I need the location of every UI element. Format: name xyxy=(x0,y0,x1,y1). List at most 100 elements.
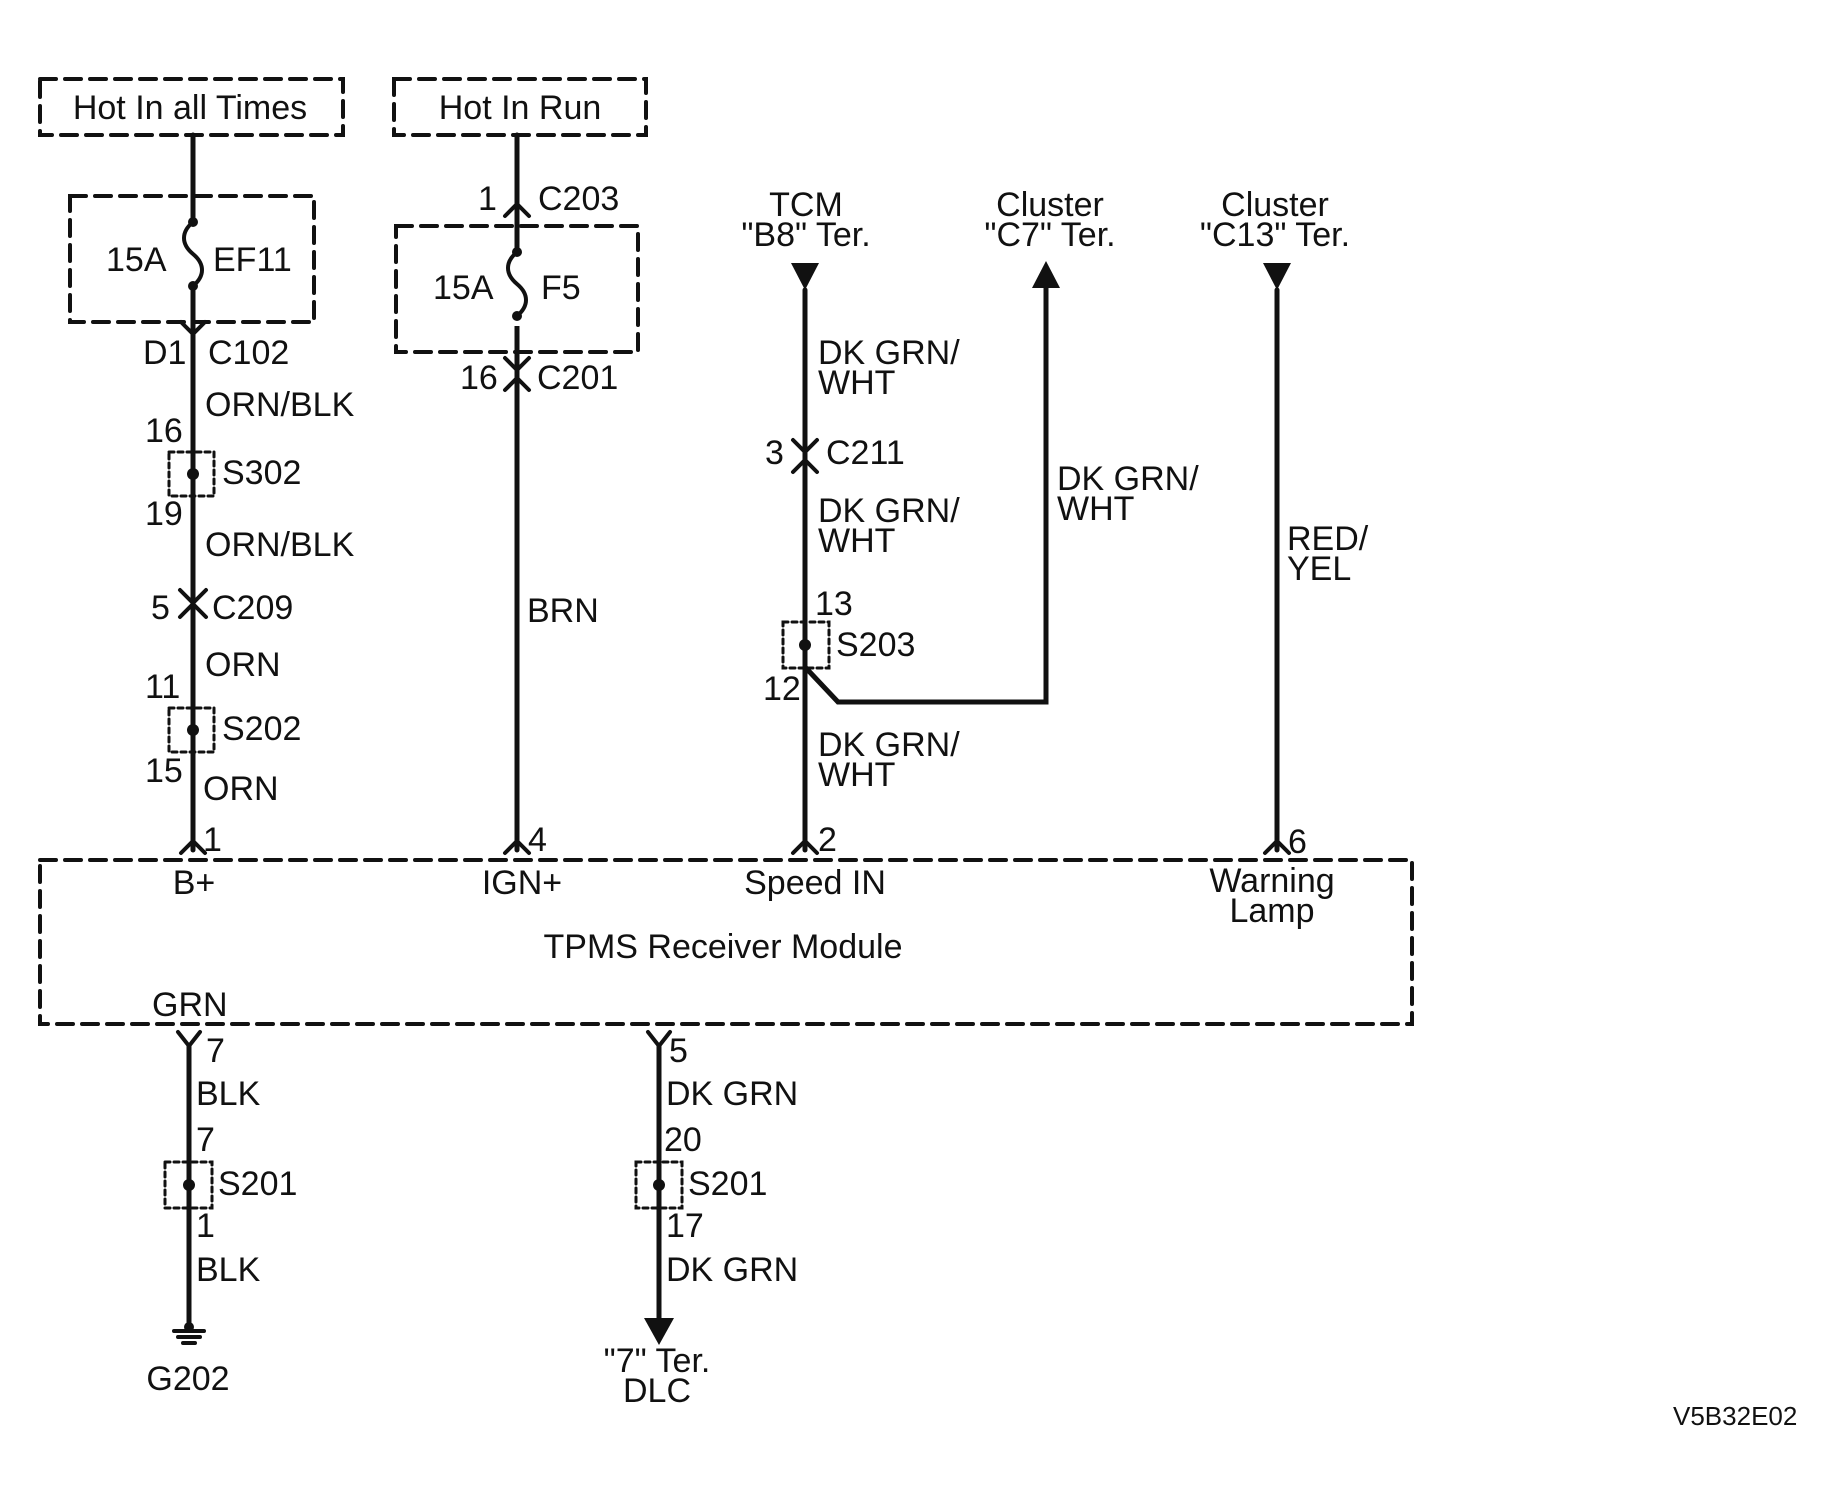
module-pin2-label: 2 xyxy=(818,821,837,859)
c201-connector-lower xyxy=(503,375,531,392)
s201-dlc-splice-box xyxy=(634,1160,684,1210)
c201-pin-label: 16 xyxy=(460,359,498,397)
ign-wire-color: BRN xyxy=(527,592,599,630)
dlc-wire-color-2: DK GRN xyxy=(666,1251,799,1289)
bplus-wire-color-3: ORN xyxy=(205,646,281,684)
fuse-f5-name: F5 xyxy=(541,269,581,307)
hot-in-run-label: Hot In Run xyxy=(438,89,602,127)
c201-connector-upper xyxy=(503,356,531,373)
s203-out-pin: 12 xyxy=(763,670,801,708)
speed-wire-color-2: DK GRN/ WHT xyxy=(818,492,960,560)
c209-label: C209 xyxy=(212,589,294,627)
c203-connector-symbol xyxy=(503,201,531,218)
s201-dlc-out-pin: 17 xyxy=(666,1207,704,1245)
c102-pin-label: D1 xyxy=(143,334,187,372)
c201-label: C201 xyxy=(537,359,619,397)
c203-pin-label: 1 xyxy=(478,180,497,218)
bplus-wire-color-1: ORN/BLK xyxy=(205,386,355,424)
s201-dlc-in-pin: 20 xyxy=(664,1121,702,1159)
ground-g202-label: G202 xyxy=(146,1360,230,1398)
fuse-f5-rating: 15A xyxy=(433,269,494,307)
cluster-c7-wire-color: DK GRN/ WHT xyxy=(1057,460,1199,528)
fuse-ef11-rating: 15A xyxy=(106,241,167,279)
c211-connector-upper xyxy=(791,438,819,455)
s203-splice-dot xyxy=(799,639,811,651)
s302-label: S302 xyxy=(222,454,302,492)
tpms-module-box xyxy=(38,858,1414,1026)
tcm-input-arrow xyxy=(791,263,819,290)
hot-at-all-times-label: Hot In all Times xyxy=(72,89,308,127)
fuse-ef11-name: EF11 xyxy=(213,241,292,279)
module-name: TPMS Receiver Module xyxy=(543,928,903,966)
ground-wire-color-1: BLK xyxy=(196,1075,261,1113)
c102-label: C102 xyxy=(208,334,290,372)
module-pin2-connector xyxy=(791,838,819,855)
hot-in-run-box xyxy=(392,77,648,137)
bplus-wire xyxy=(182,132,204,853)
dlc-wire-color-1: DK GRN xyxy=(666,1075,799,1113)
c211-connector-lower xyxy=(791,457,819,474)
dlc-output-arrow xyxy=(644,1318,674,1345)
s302-in-pin: 16 xyxy=(145,412,183,450)
s202-label: S202 xyxy=(222,710,302,748)
module-pin-speed-label: Speed IN xyxy=(744,864,886,902)
module-pin-ign-label: IGN+ xyxy=(481,864,563,902)
warning-lamp-wire-color: RED/ YEL xyxy=(1287,520,1369,588)
s201-ground-splice-dot xyxy=(183,1179,195,1191)
c203-label: C203 xyxy=(538,180,620,218)
c209-connector-lower xyxy=(178,601,208,619)
s201-ground-splice-box xyxy=(163,1160,214,1210)
s302-splice-dot xyxy=(187,468,199,480)
module-pin4-connector xyxy=(503,838,531,855)
cluster-c13-arrow xyxy=(1263,263,1291,290)
s202-in-pin: 11 xyxy=(145,668,181,706)
s203-splice-box xyxy=(781,620,831,670)
figure-code: V5B32E02 xyxy=(1673,1401,1798,1431)
s202-splice-dot xyxy=(187,724,199,736)
cluster-c7-branch-wire xyxy=(802,285,1049,705)
s201-dlc-splice-dot xyxy=(653,1179,665,1191)
s202-splice-box xyxy=(167,706,216,754)
s201-ground-label: S201 xyxy=(218,1165,298,1203)
ground-wire-color-2: BLK xyxy=(196,1251,261,1289)
s201-dlc-label: S201 xyxy=(688,1165,768,1203)
module-pin7-label: 7 xyxy=(206,1032,225,1070)
fuse-f5-terminal-bottom xyxy=(512,311,522,321)
module-pin1-label: 1 xyxy=(203,821,222,859)
fuse-f5-gap xyxy=(511,256,523,326)
speed-wire-color-1: DK GRN/ WHT xyxy=(818,334,960,402)
cluster-c7-output-arrow xyxy=(1032,261,1060,288)
module-pin1-connector xyxy=(179,838,207,855)
s302-splice-box xyxy=(167,450,216,498)
module-pin6-label: 6 xyxy=(1288,823,1307,861)
fuse-ef11-terminal-top xyxy=(188,217,198,227)
cluster-c7-terminal-label: Cluster "C7" Ter. xyxy=(984,186,1116,254)
module-pin-warning-lamp-label: Warning Lamp xyxy=(1209,862,1335,930)
s203-label: S203 xyxy=(836,626,916,664)
module-pin6-connector xyxy=(1263,838,1291,855)
dlc-terminal-label: "7" Ter. DLC xyxy=(603,1342,711,1410)
fuse-f5-terminal-top xyxy=(512,247,522,257)
c211-label: C211 xyxy=(826,434,905,472)
fuse-f5-element xyxy=(506,250,528,318)
tcm-b8-terminal-label: TCM "B8" Ter. xyxy=(741,186,871,254)
module-pin5-label: 5 xyxy=(669,1032,688,1070)
bplus-wire-color-4: ORN xyxy=(203,770,279,808)
module-pin4-label: 4 xyxy=(528,821,547,859)
c102-connector-symbol xyxy=(179,320,207,337)
c209-pin-label: 5 xyxy=(151,589,170,627)
bplus-wire-color-2: ORN/BLK xyxy=(205,526,355,564)
c211-pin-label: 3 xyxy=(765,434,784,472)
s201-ground-out-pin: 1 xyxy=(196,1207,215,1245)
s201-ground-in-pin: 7 xyxy=(196,1121,215,1159)
cluster-c13-terminal-label: Cluster "C13" Ter. xyxy=(1199,186,1351,254)
s203-in-pin: 13 xyxy=(815,585,853,623)
s302-out-pin: 19 xyxy=(145,495,183,533)
speed-wire-color-3: DK GRN/ WHT xyxy=(818,726,960,794)
module-pin-bplus-label: B+ xyxy=(172,864,216,902)
s202-out-pin: 15 xyxy=(145,752,183,790)
fuse-ef11-terminal-bottom xyxy=(188,281,198,291)
module-pin-ground-label: GRN xyxy=(152,986,228,1024)
